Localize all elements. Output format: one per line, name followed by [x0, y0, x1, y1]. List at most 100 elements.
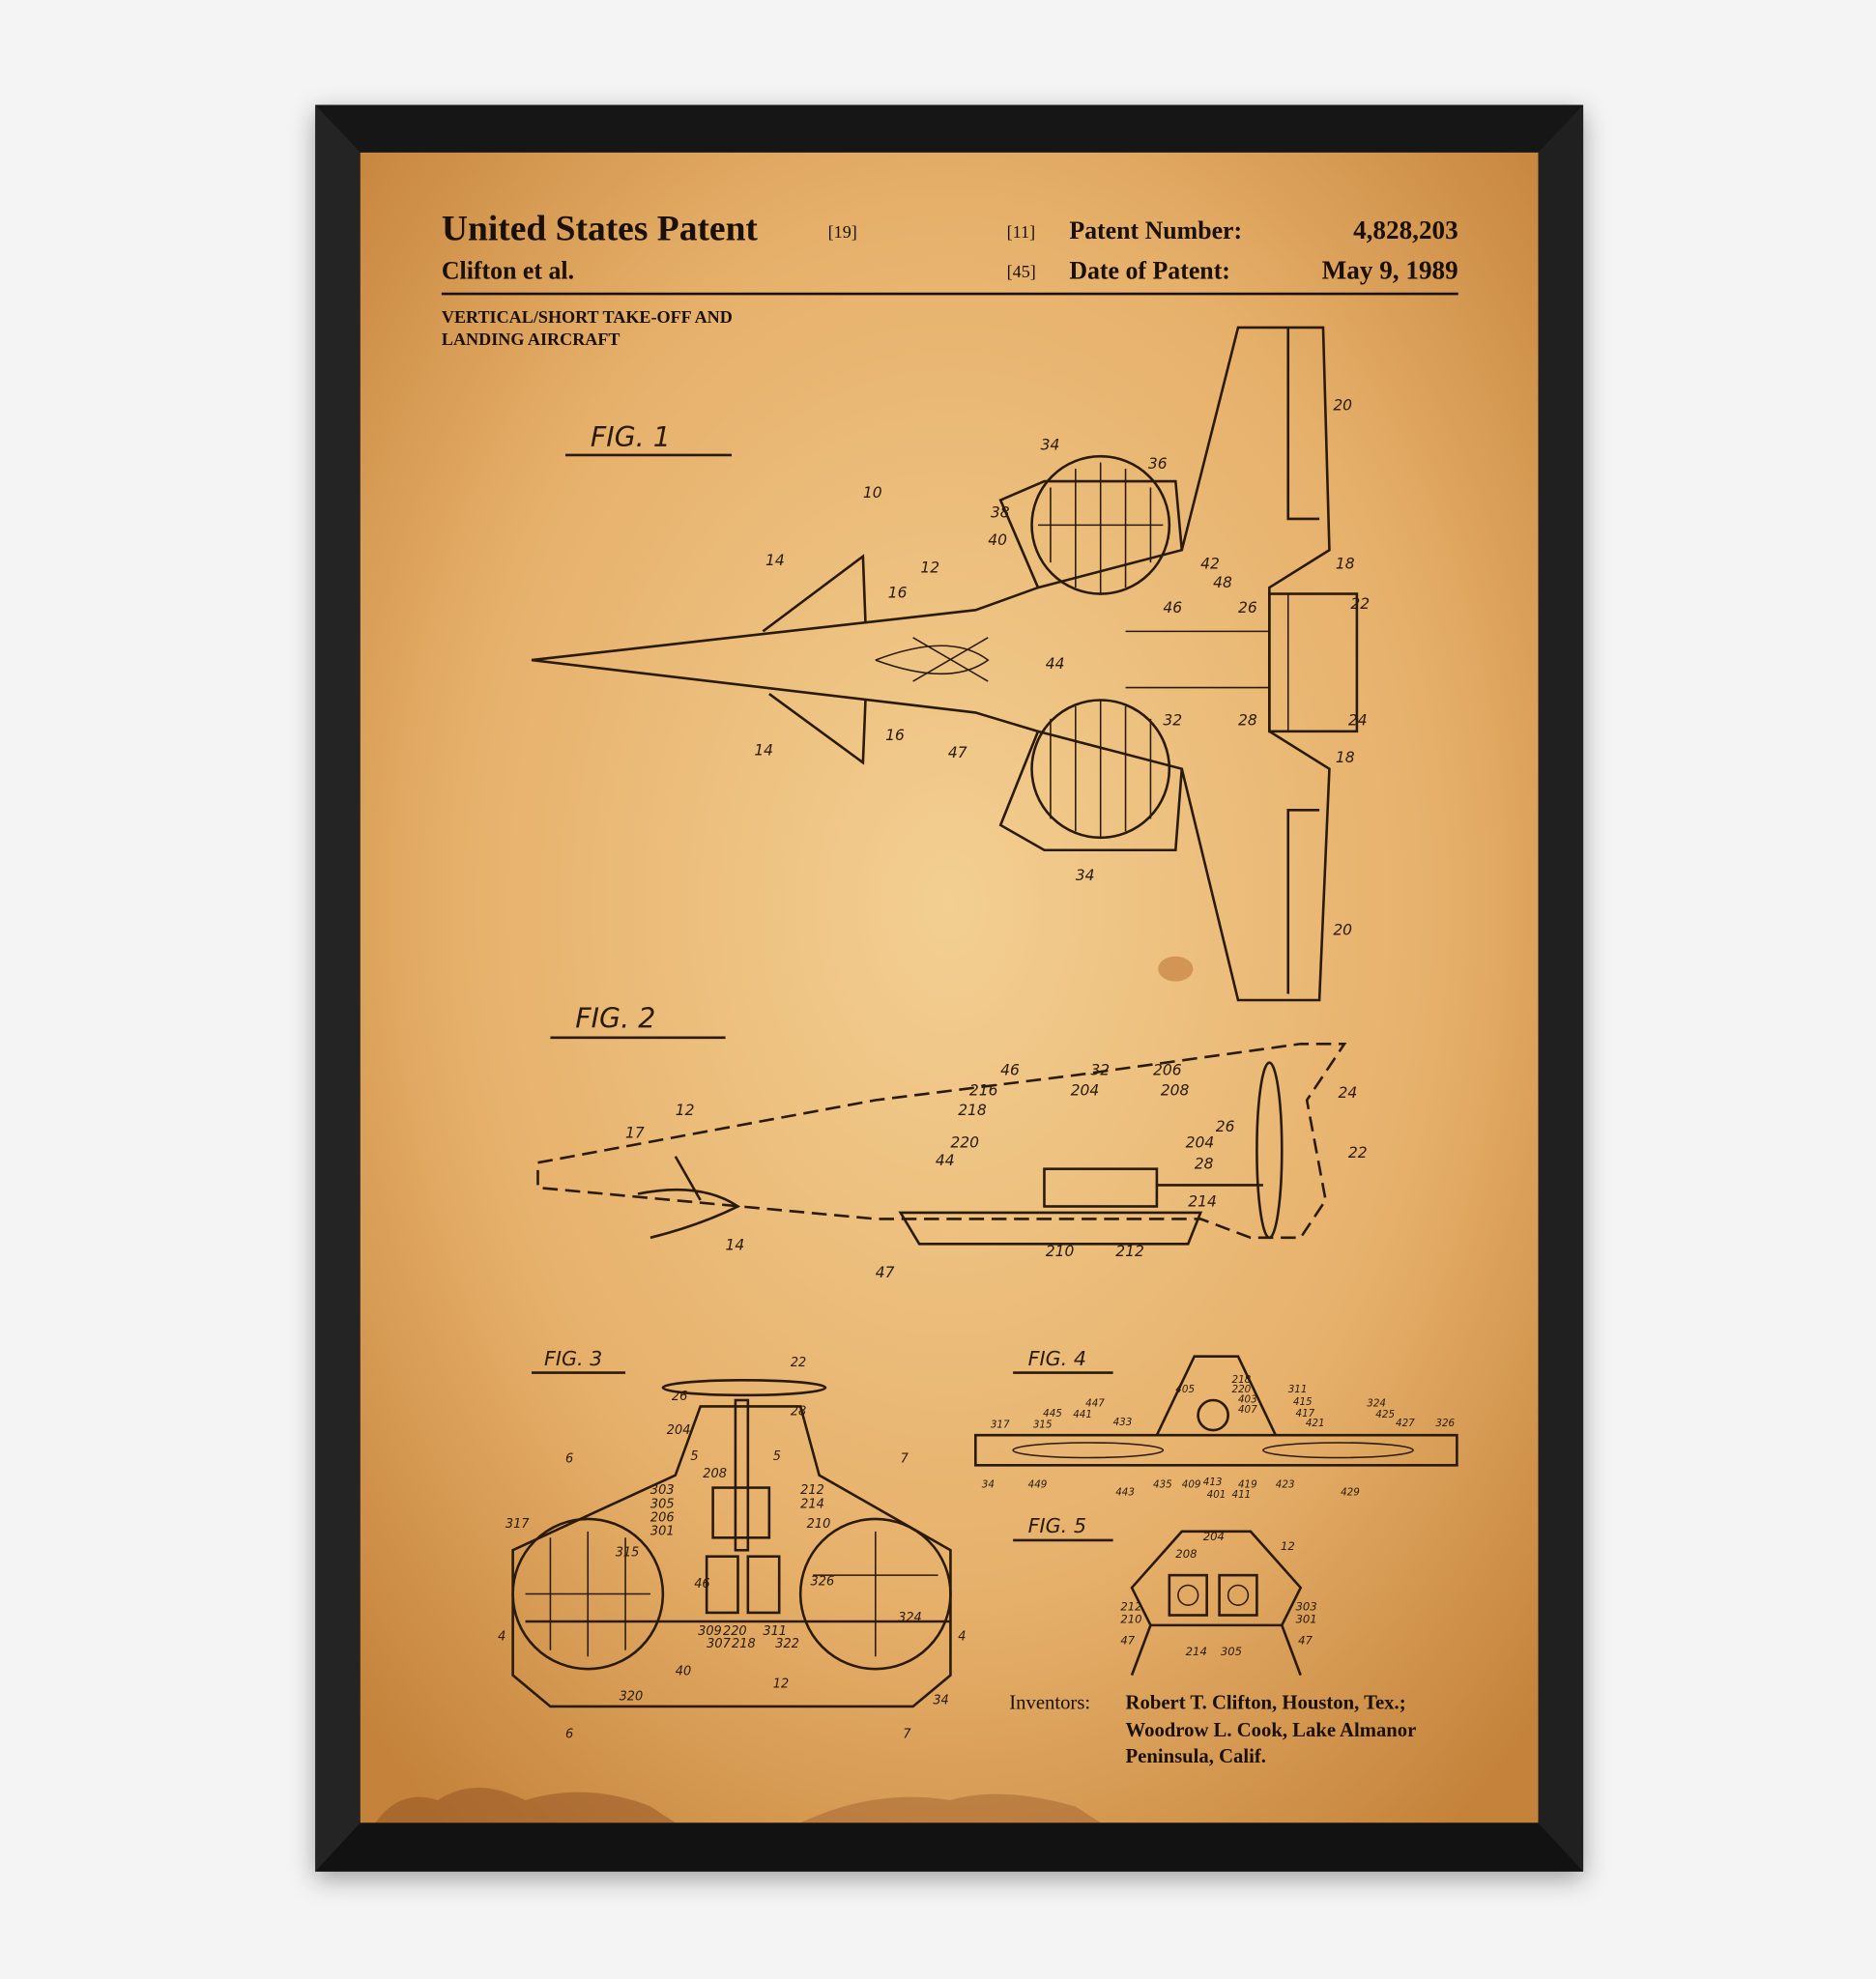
ref-numeral: 214 [1186, 1645, 1207, 1658]
ref-numeral: 40 [988, 531, 1007, 549]
ref-numeral: 411 [1232, 1489, 1252, 1501]
ref-numeral: 419 [1238, 1479, 1257, 1491]
ref-numeral: 322 [775, 1637, 799, 1651]
ref-numeral: 17 [625, 1124, 645, 1141]
ref-numeral: 32 [1163, 711, 1182, 729]
ref-numeral: 447 [1085, 1397, 1105, 1409]
ref-numeral: 326 [811, 1574, 835, 1589]
ref-numeral: 220 [950, 1134, 979, 1152]
ref-numeral: 303 [1296, 1599, 1317, 1613]
patent-number: 4,828,203 [1353, 215, 1458, 244]
ref-numeral: 320 [620, 1689, 644, 1704]
title-line: VERTICAL/SHORT TAKE-OFF AND [442, 307, 733, 327]
date-label: Date of Patent: [1069, 257, 1230, 285]
patent-number-label: Patent Number: [1069, 216, 1242, 244]
ref-numeral: 324 [898, 1611, 922, 1625]
ref-numeral: 24 [1338, 1084, 1357, 1102]
ref-numeral: 42 [1200, 556, 1220, 573]
ref-numeral: 5 [690, 1449, 698, 1464]
ref-numeral: 315 [616, 1546, 640, 1561]
patent-office: United States Patent [442, 209, 759, 248]
ref-numeral: 305 [1221, 1645, 1242, 1658]
ref-numeral: 220 [723, 1624, 747, 1639]
ref-numeral: 433 [1113, 1417, 1133, 1428]
ref-numeral: 413 [1203, 1477, 1223, 1488]
date-code: [45] [1007, 262, 1036, 281]
inventor-line: Robert T. Clifton, Houston, Tex.; [1126, 1693, 1406, 1714]
assignee-short: Clifton et al. [442, 257, 574, 285]
ref-numeral: 38 [991, 504, 1010, 522]
ref-numeral: 206 [1153, 1062, 1182, 1079]
ref-numeral: 206 [650, 1510, 675, 1525]
ref-numeral: 210 [1120, 1612, 1141, 1625]
ref-numeral: 204 [1186, 1134, 1215, 1152]
ref-numeral: 40 [676, 1665, 691, 1679]
ref-numeral: 210 [1046, 1243, 1075, 1260]
fig-4-label: FIG. 4 [1028, 1347, 1086, 1370]
ref-numeral: 307 [707, 1637, 731, 1651]
ref-numeral: 28 [1238, 711, 1257, 729]
ref-numeral: 409 [1182, 1479, 1201, 1491]
ref-numeral: 22 [1350, 595, 1370, 613]
ref-numeral: 212 [800, 1483, 824, 1498]
ref-numeral: 301 [650, 1525, 675, 1539]
ref-numeral: 20 [1333, 396, 1352, 414]
ref-numeral: 4 [958, 1629, 966, 1644]
fig-2-label: FIG. 2 [575, 1002, 655, 1034]
ref-numeral: 46 [1163, 599, 1182, 617]
ref-numeral: 32 [1090, 1062, 1110, 1079]
ref-numeral: 26 [1238, 599, 1257, 617]
ref-numeral: 34 [1041, 437, 1060, 454]
ref-numeral: 417 [1296, 1408, 1315, 1420]
inventor-line: Woodrow L. Cook, Lake Almanor [1126, 1720, 1417, 1741]
ref-numeral: 309 [698, 1624, 722, 1639]
figure-5-section: FIG. 5 204 12 208 212 210 303 301 47 214… [1013, 1514, 1317, 1677]
figure-3-front-view: FIG. 3 22 26 28 204 6 5 5 7 208 212 214 … [498, 1347, 966, 1742]
ref-numeral: 18 [1336, 749, 1355, 766]
ref-numeral: 208 [703, 1467, 727, 1481]
ref-numeral: 214 [1188, 1192, 1217, 1210]
figure-2-side-view: FIG. 2 17 12 46 32 206 216 204 208 218 2… [536, 1002, 1368, 1281]
ref-numeral: 10 [863, 484, 882, 502]
ref-numeral: 208 [1161, 1081, 1190, 1099]
ref-numeral: 405 [1175, 1384, 1195, 1395]
ref-numeral: 441 [1073, 1409, 1092, 1420]
ref-numeral: 218 [1232, 1374, 1252, 1386]
ref-numeral: 7 [901, 1452, 909, 1467]
ref-numeral: 14 [754, 741, 773, 759]
ref-numeral: 36 [1148, 455, 1168, 473]
ref-numeral: 401 [1207, 1489, 1227, 1501]
inventor-line: Peninsula, Calif. [1126, 1746, 1266, 1767]
ref-numeral: 429 [1341, 1486, 1360, 1498]
ref-numeral: 317 [505, 1517, 530, 1532]
ref-numeral: 47 [1298, 1633, 1313, 1647]
ref-numeral: 12 [1281, 1539, 1295, 1553]
ref-numeral: 47 [1120, 1633, 1135, 1647]
ref-numeral: 421 [1306, 1418, 1325, 1429]
ref-numeral: 214 [800, 1497, 824, 1511]
number-code: [11] [1007, 222, 1036, 242]
ref-numeral: 324 [1367, 1397, 1386, 1409]
ref-numeral: 22 [1348, 1144, 1368, 1162]
ref-numeral: 210 [807, 1517, 831, 1532]
ref-numeral: 12 [773, 1678, 789, 1692]
ref-numeral: 34 [982, 1479, 995, 1491]
ref-numeral: 48 [1213, 574, 1232, 591]
ref-numeral: 34 [1076, 867, 1095, 884]
ref-numeral: 47 [876, 1264, 895, 1281]
patent-header: United States Patent [19] [11] Patent Nu… [442, 209, 1458, 349]
figure-4-section: FIG. 4 317 315 445 447 441 433 405 218 2… [974, 1347, 1458, 1501]
ref-numeral: 46 [1000, 1062, 1020, 1079]
ref-numeral: 16 [885, 727, 905, 744]
aged-paper [360, 152, 1539, 1823]
ref-numeral: 44 [936, 1152, 955, 1169]
ref-numeral: 407 [1238, 1404, 1257, 1416]
office-code: [19] [828, 222, 857, 242]
fig-5-label: FIG. 5 [1028, 1514, 1086, 1537]
ref-numeral: 26 [672, 1390, 687, 1404]
inventors-label: Inventors: [1009, 1693, 1090, 1714]
ref-numeral: 204 [667, 1423, 691, 1438]
ref-numeral: 435 [1153, 1479, 1172, 1491]
ref-numeral: 44 [1046, 655, 1065, 673]
